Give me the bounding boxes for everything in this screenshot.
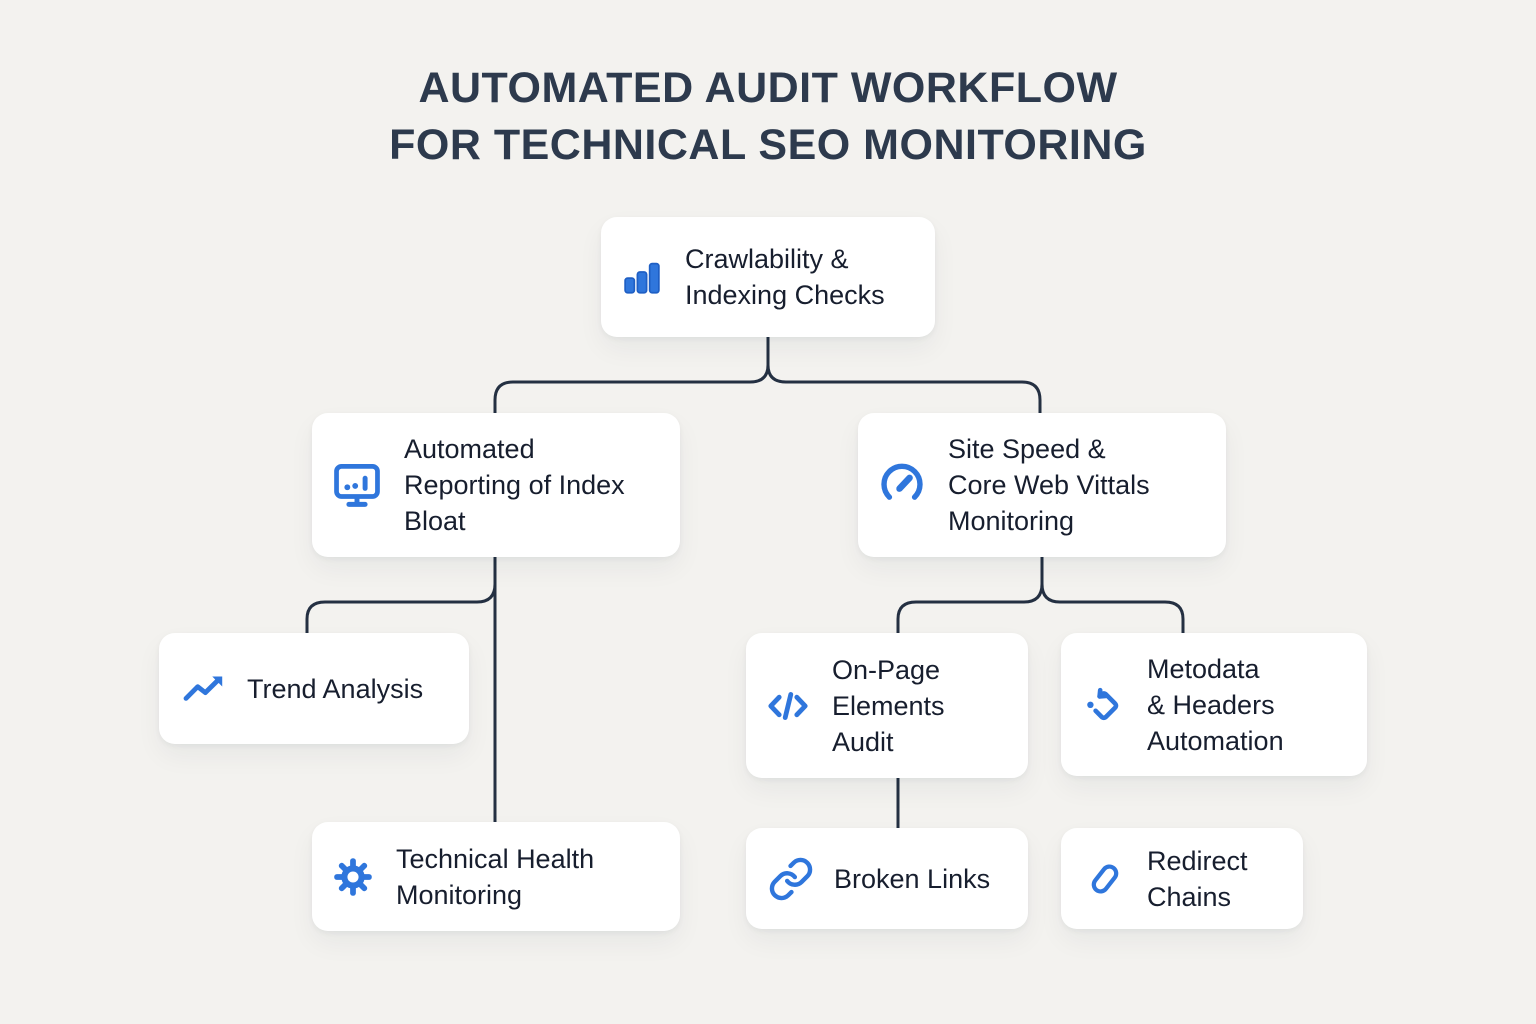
- node-label: Trend Analysis: [247, 673, 424, 704]
- code-icon: [768, 691, 808, 720]
- node-label: Broken Links: [834, 863, 991, 894]
- node-metadata-headers-automation: Metodata & Headers Automation: [1061, 633, 1367, 776]
- bar-chart-icon: [624, 262, 660, 294]
- connector-site-speed-to-onpage: [896, 555, 1044, 635]
- trending-up-icon: [183, 676, 223, 701]
- node-crawlability-indexing-checks: Crawlability & Indexing Checks: [601, 217, 935, 337]
- connector-site-speed-to-metadata: [1040, 555, 1185, 635]
- node-label: Site Speed & Core Web Vittals Monitoring: [948, 434, 1150, 536]
- node-broken-links: Broken Links: [746, 828, 1028, 929]
- node-trend-analysis: Trend Analysis: [159, 633, 469, 744]
- connector-index-bloat-to-trend: [305, 582, 497, 635]
- node-label: Technical Health Monitoring: [396, 843, 595, 910]
- page-title: AUTOMATED AUDIT WORKFLOW FOR TECHNICAL S…: [0, 60, 1536, 174]
- node-onpage-elements-audit: On-Page Elements Audit: [746, 633, 1028, 778]
- capsule-link-icon: [1091, 863, 1119, 894]
- chain-link-icon: [769, 857, 813, 900]
- node-label: Redirect Chains: [1147, 845, 1248, 912]
- page-title-line1: AUTOMATED AUDIT WORKFLOW: [418, 64, 1118, 112]
- node-automated-reporting-index-bloat: Automated Reporting of Index Bloat: [312, 413, 680, 557]
- tag-arrow-icon: [1087, 687, 1119, 720]
- node-label: Crawlability & Indexing Checks: [685, 244, 885, 310]
- node-label: Automated Reporting of Index Bloat: [404, 434, 625, 536]
- page-title-line2: FOR TECHNICAL SEO MONITORING: [389, 121, 1147, 169]
- connector-root-to-index-bloat: [493, 335, 770, 415]
- node-site-speed-core-web-vitals: Site Speed & Core Web Vittals Monitoring: [858, 413, 1226, 557]
- gear-icon: [334, 857, 372, 896]
- node-label: Metodata & Headers Automation: [1147, 653, 1284, 756]
- gauge-icon: [881, 463, 923, 500]
- connector-root-to-site-speed: [766, 335, 1042, 415]
- node-technical-health-monitoring: Technical Health Monitoring: [312, 822, 680, 931]
- node-label: On-Page Elements Audit: [832, 654, 945, 757]
- node-redirect-chains: Redirect Chains: [1061, 828, 1303, 929]
- monitor-chart-icon: [334, 463, 380, 507]
